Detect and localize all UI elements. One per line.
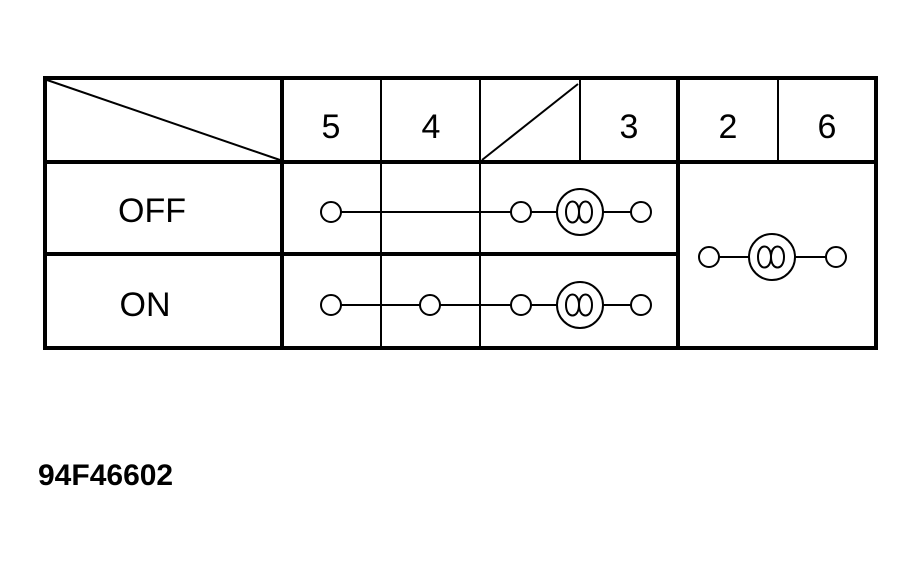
terminal-3b	[630, 201, 652, 223]
column-header-4: 4	[422, 108, 441, 146]
column-header-2: 2	[719, 108, 738, 146]
row-label-off: OFF	[118, 192, 186, 230]
table-grid	[43, 76, 878, 350]
terminal-4	[419, 294, 441, 316]
column-header-6: 6	[818, 108, 837, 146]
terminal-3	[510, 201, 532, 223]
terminal-2	[698, 246, 720, 268]
column-header-3: 3	[620, 108, 639, 146]
off-row-circuit	[320, 188, 652, 236]
col-2-6-circuit	[698, 233, 847, 281]
terminal-3	[510, 294, 532, 316]
terminal-5	[320, 294, 342, 316]
bulb-icon	[748, 233, 796, 281]
on-row-circuit	[320, 281, 652, 329]
terminal-5	[320, 201, 342, 223]
col-3-header-diagonal	[481, 83, 579, 161]
table-outer-border	[43, 76, 878, 350]
bulb-icon	[556, 188, 604, 236]
terminal-6	[825, 246, 847, 268]
corner-diagonal	[46, 79, 281, 161]
column-header-5: 5	[322, 108, 341, 146]
diagram-code: 94F46602	[38, 459, 173, 492]
bulb-icon	[556, 281, 604, 329]
row-label-on: ON	[120, 286, 171, 324]
terminal-3b	[630, 294, 652, 316]
